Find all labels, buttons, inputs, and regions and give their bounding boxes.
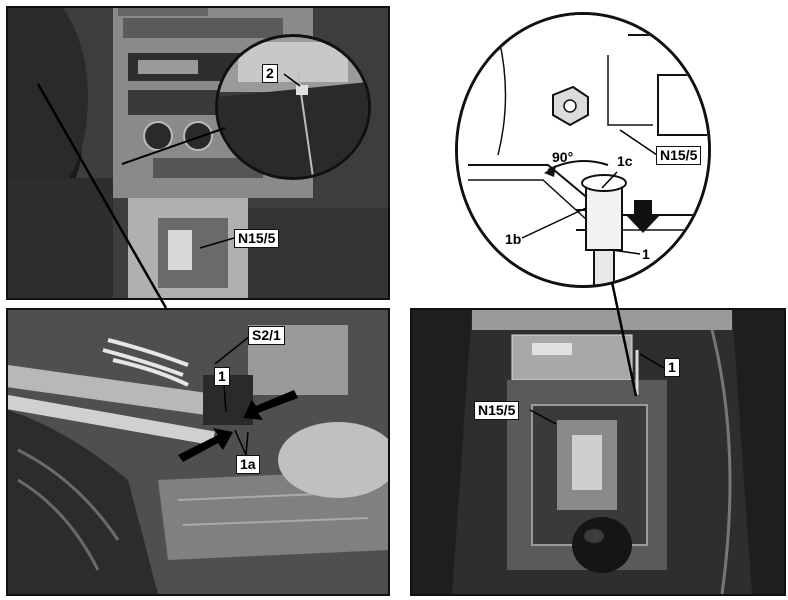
magnifier-inset-top-left: [215, 34, 371, 180]
label-tabs-1a: 1a: [236, 455, 260, 474]
label-console-module-n15-5: N15/5: [234, 229, 280, 248]
label-switch-s2-1: S2/1: [248, 326, 285, 345]
magnifier-inset-illustration: [218, 37, 368, 177]
label-part-1b: 1b: [505, 231, 522, 247]
label-part-1c: 1c: [617, 153, 633, 169]
label-connector-1-bottom-right: 1: [664, 358, 680, 377]
label-inset-part-2: 2: [262, 64, 278, 83]
label-module-n15-5-bottom-right: N15/5: [474, 401, 520, 420]
label-connector-1-closeup: 1: [642, 246, 650, 262]
center-console-photo-illustration: [412, 310, 784, 594]
label-connector-1-bottom-left: 1: [214, 367, 230, 386]
label-module-n15-5-closeup: N15/5: [656, 146, 702, 165]
panel-under-dash-photo: [6, 308, 390, 596]
under-dash-photo-illustration: [8, 310, 388, 594]
label-rotation-angle: 90°: [552, 149, 574, 165]
panel-center-console-photo: [410, 308, 786, 596]
